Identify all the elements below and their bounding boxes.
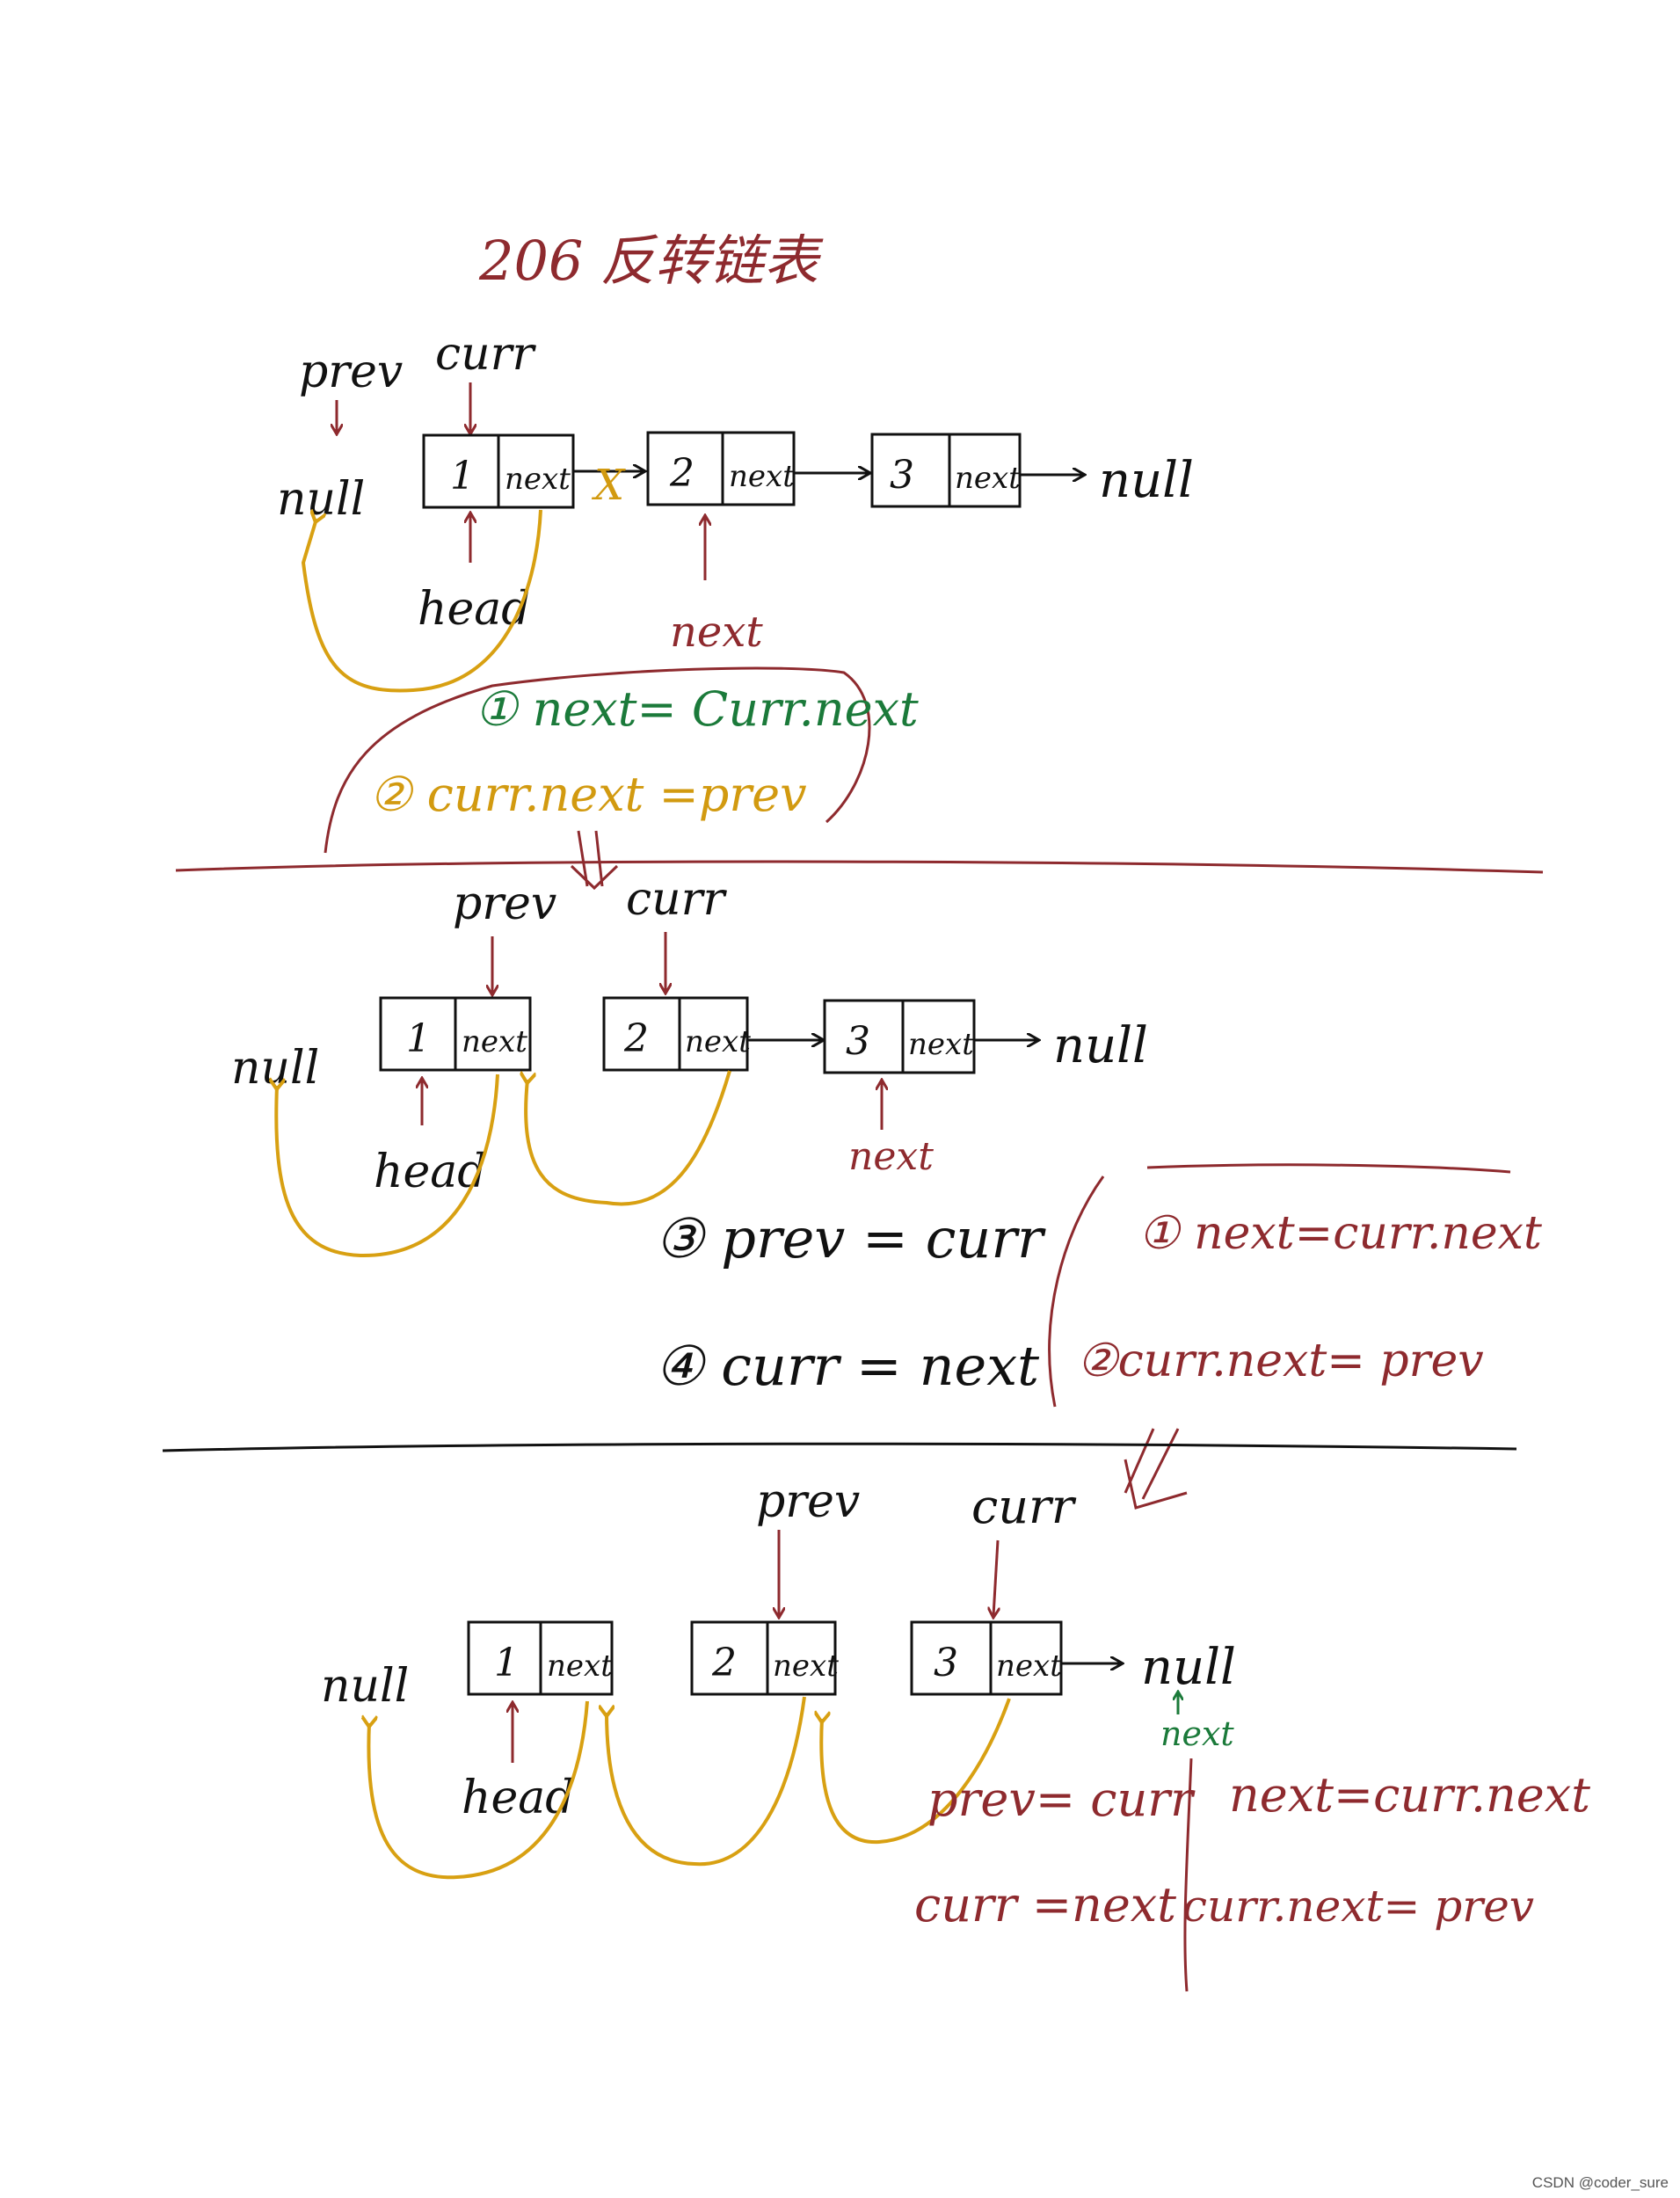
node-next-field: next — [462, 1024, 527, 1059]
repeat-step-1-text: ① next=curr.next — [1138, 1207, 1542, 1260]
next-pointer-label: next — [670, 608, 763, 657]
steps-bracket — [324, 666, 871, 854]
final-step-b1: next=curr.next — [1229, 1767, 1590, 1823]
node-1: 1 next — [467, 1620, 614, 1696]
reversed-link-1 — [368, 1700, 589, 1880]
node-next-field: next — [505, 462, 571, 497]
curr-label: curr — [626, 873, 727, 926]
node-box — [870, 433, 1022, 508]
node-value: 2 — [669, 451, 695, 496]
node-3: 3 next — [823, 999, 976, 1074]
prev-label: prev — [453, 877, 556, 930]
node-next-field: next — [729, 459, 795, 494]
curr-label: curr — [435, 328, 536, 381]
final-step-b2: curr.next= prev — [1182, 1881, 1534, 1932]
node-value: 1 — [494, 1641, 519, 1685]
node-value: 2 — [623, 1016, 649, 1061]
section-3: prev curr null 1 next 2 next 3 next null… — [321, 1475, 1590, 1992]
watermark: CSDN @coder_sure — [1532, 2174, 1669, 2191]
node-next-field: next — [955, 461, 1021, 496]
cut-mark: X — [591, 461, 626, 510]
final-step-a1: prev= curr — [927, 1772, 1196, 1827]
null-left: null — [321, 1660, 409, 1713]
curr-label: curr — [971, 1479, 1077, 1534]
curr-arrow — [993, 1539, 998, 1616]
reversed-link-2 — [607, 1696, 806, 1867]
node-box — [602, 996, 749, 1072]
reversed-link-1 — [301, 510, 542, 693]
prev-label: prev — [299, 346, 403, 398]
right-bracket-top — [1146, 1163, 1511, 1174]
node-value: 3 — [846, 1019, 870, 1064]
head-label: head — [418, 583, 531, 636]
head-label: head — [374, 1146, 487, 1198]
repeat-step-2-text: ②curr.next= prev — [1077, 1335, 1484, 1387]
step-4-text: ④ curr = next — [655, 1334, 1039, 1398]
next-pointer-label: next — [848, 1134, 934, 1179]
reversed-link-1 — [276, 1074, 499, 1258]
node-value: 2 — [711, 1641, 737, 1685]
node-1: 1 next — [422, 433, 575, 509]
node-value: 3 — [934, 1641, 958, 1685]
section-divider-2 — [162, 1442, 1517, 1452]
node-2: 2 next — [690, 1620, 839, 1696]
step-2-text: ② curr.next =prev — [369, 767, 807, 822]
node-box — [646, 431, 796, 506]
section-divider-1 — [175, 860, 1544, 874]
reversed-link-3 — [821, 1698, 1011, 1845]
node-next-field: next — [685, 1024, 751, 1059]
node-1: 1 next — [379, 996, 532, 1072]
null-right: null — [1141, 1639, 1236, 1696]
section-1: prev curr null 1 next X 2 next 3 next — [277, 328, 1194, 891]
node-box — [823, 999, 976, 1074]
node-next-field: next — [996, 1648, 1062, 1684]
node-3: 3 next — [870, 433, 1022, 508]
node-next-field: next — [773, 1648, 839, 1684]
section-2: prev curr null 1 next 2 next 3 next null… — [231, 873, 1542, 1510]
node-value: 1 — [450, 454, 475, 499]
step-1-text: ① next= Curr.next — [475, 681, 919, 737]
node-value: 1 — [406, 1016, 431, 1061]
node-2: 2 next — [646, 431, 796, 506]
node-next-field: next — [547, 1648, 613, 1684]
null-right: null — [1053, 1017, 1148, 1074]
next-pointer-label: next — [1160, 1714, 1234, 1753]
final-divider — [1183, 1758, 1193, 1992]
reversed-link-2 — [526, 1070, 731, 1206]
node-3: 3 next — [910, 1620, 1063, 1696]
null-right: null — [1099, 452, 1194, 509]
node-box — [910, 1620, 1063, 1696]
node-value: 3 — [890, 453, 914, 498]
final-step-a2: curr =next — [914, 1877, 1176, 1932]
node-2: 2 next — [602, 996, 751, 1072]
diagram-title: 206 反转链表 — [478, 229, 824, 293]
prev-label: prev — [756, 1475, 860, 1528]
node-box — [690, 1620, 837, 1696]
right-bracket — [1048, 1175, 1105, 1408]
down-arrow-1 — [570, 830, 619, 891]
step-3-text: ③ prev = curr — [655, 1206, 1046, 1270]
node-next-field: next — [908, 1027, 974, 1062]
null-left: null — [277, 473, 365, 526]
down-arrow-2 — [1124, 1428, 1188, 1510]
